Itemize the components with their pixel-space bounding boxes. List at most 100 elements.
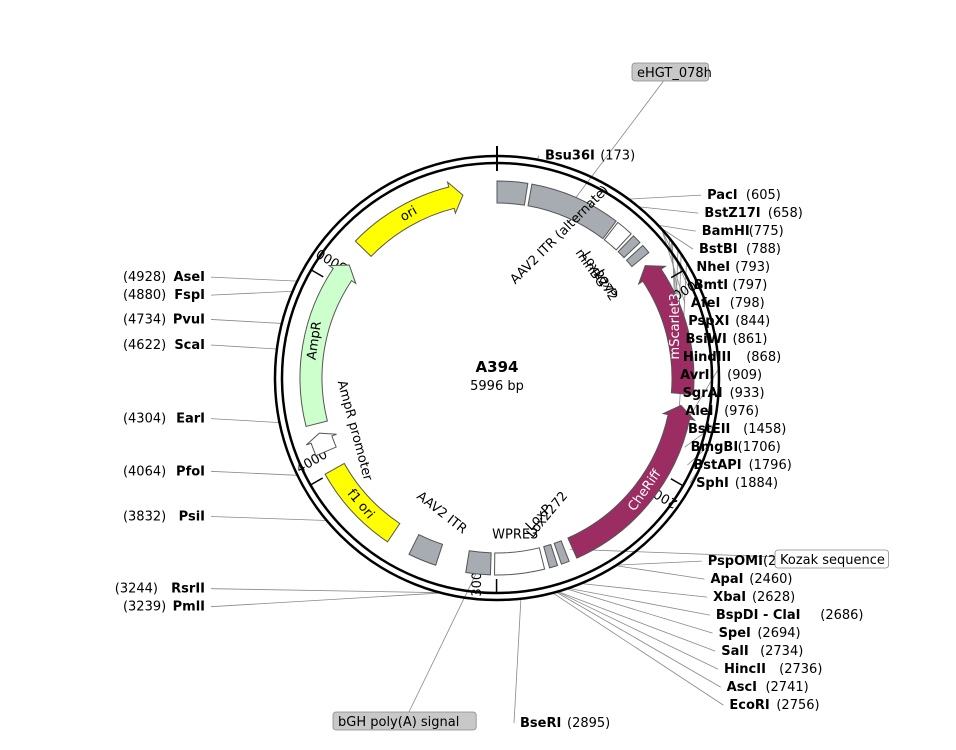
feature-f1-ori[interactable] [324,462,401,543]
site-leader [210,592,442,608]
feature-ori[interactable] [354,180,464,258]
site-bstz17i[interactable]: BstZ17I (658) [704,206,802,221]
site-xbai[interactable]: XbaI(2628) [713,590,795,605]
site-position: (775) [749,224,784,239]
feature-label-aav2-itr: AAV2 ITR [413,489,469,537]
feature-wpre3[interactable] [494,547,546,576]
site-name: RsrII [171,582,205,597]
site-pmli[interactable]: PmlI(3239) [123,600,205,615]
site-position: (4622) [123,338,166,353]
site-position: (605) [746,188,781,203]
site-bmgbi[interactable]: BmgBI(1706) [691,440,781,455]
site-fspi[interactable]: FspI (4880) [123,288,205,303]
site-name: AscI [727,680,757,695]
feature-annotations: AAV2 ITR (alternate)minBGLox2272LoxPmSca… [299,180,696,576]
site-hindiii[interactable]: HindIII(868) [683,350,781,365]
site-afei[interactable]: AfeI(798) [691,296,765,311]
ruler-tick-5000 [310,269,324,278]
site-spei[interactable]: SpeI(2694) [719,626,801,641]
feature-minbg[interactable] [603,221,632,251]
site-hincii[interactable]: HincII(2736) [724,662,822,677]
site-name: FspI [174,288,205,303]
ruler-tick-1000 [670,269,684,279]
site-pfoi[interactable]: PfoI(4064) [123,464,205,479]
feature-lox2272-a[interactable] [617,235,641,259]
site-bsteii[interactable]: BstEII(1458) [688,422,786,437]
feature-bgh-block[interactable] [465,550,492,576]
site-avrii[interactable]: AvrII(909) [680,368,762,383]
site-leader [557,591,716,652]
site-eari[interactable]: EarI(4304) [123,412,205,427]
site-leader [659,227,694,250]
feature-loxp-b[interactable] [543,543,559,569]
boxed-label-kozak[interactable]: Kozak sequence [774,549,889,569]
boxed-label-bgh[interactable]: bGH poly(A) signal [332,711,477,731]
site-psii[interactable]: PsiI(3832) [123,509,205,524]
site-name: BamHI [702,224,750,239]
site-position: (3239) [123,600,166,615]
site-scai[interactable]: ScaI(4622) [123,338,205,353]
boxed-label-ehgt[interactable]: eHGT_078h [631,62,712,82]
feature-loxp-a[interactable] [625,244,650,268]
site-name: PfoI [176,464,205,479]
site-name: BstEII [688,422,730,437]
site-paci[interactable]: PacI(605) [707,188,781,203]
site-bspdi-clai[interactable]: BspDI - ClaI(2686) [716,608,864,623]
plasmid-length: 5996 bp [470,379,524,394]
site-position: (2686) [820,608,863,623]
feature-cheriff[interactable] [567,404,696,559]
site-asci[interactable]: AscI(2741) [727,680,809,695]
site-leader [210,588,441,594]
feature-seg-top-a[interactable] [496,180,529,206]
site-position: (798) [730,296,765,311]
site-name: PspXI [688,314,729,329]
feature-mscarlet3[interactable] [637,265,695,396]
site-name: SalI [721,644,748,659]
site-position: (173) [600,149,635,164]
site-pvui[interactable]: PvuI(4734) [123,312,205,327]
feature-lox2272-b[interactable] [553,540,570,565]
site-bstapi[interactable]: BstAPI(1796) [693,458,791,473]
site-nhei[interactable]: NheI(793) [696,260,770,275]
site-name: BmgBI [691,440,739,455]
site-leader [557,591,719,670]
feature-ampr[interactable] [299,264,357,428]
site-pspxi[interactable]: PspXI(844) [688,314,770,329]
site-position: (797) [732,278,767,293]
site-bmti[interactable]: BmtI(797) [694,278,768,293]
site-position: (788) [746,242,781,257]
site-rsrii[interactable]: RsrII(3244) [115,582,205,597]
site-position: (4880) [123,288,166,303]
plasmid-name: A394 [476,358,519,376]
site-position: (4928) [123,270,166,285]
site-ecori[interactable]: EcoRI(2756) [729,698,819,713]
site-bstbi[interactable]: BstBI(788) [699,242,781,257]
site-name: BsiWI [686,332,727,347]
site-sali[interactable]: SalI(2734) [721,644,803,659]
feature-aav2-itr[interactable] [408,533,444,566]
site-leader [210,418,280,423]
feature-ampr-promoter[interactable] [306,432,337,457]
site-leader [210,290,293,296]
site-name: BstAPI [693,458,741,473]
site-position: (658) [768,206,803,221]
site-sgrai[interactable]: SgrAI(933) [683,386,765,401]
box-text: eHGT_078h [637,66,712,81]
site-bsu36i[interactable]: Bsu36I(173) [545,149,635,164]
site-leader [210,276,298,282]
site-position: (868) [746,350,781,365]
site-name: BstZ17I [704,206,760,221]
site-name: SphI [696,476,729,491]
site-position: (2736) [779,662,822,677]
site-sphi[interactable]: SphI(1884) [696,476,778,491]
box-background [631,62,709,82]
feature-aav2-itr-alt[interactable] [527,183,617,240]
site-apai[interactable]: ApaI(2460) [710,572,792,587]
site-leader [513,598,522,724]
site-alei[interactable]: AleI(976) [685,404,759,419]
site-bseri[interactable]: BseRI(2895) [520,716,610,731]
site-asei[interactable]: AseI(4928) [123,270,205,285]
site-leader [658,224,696,232]
site-bamhi[interactable]: BamHI(775) [702,224,784,239]
site-bsiwi[interactable]: BsiWI(861) [686,332,768,347]
